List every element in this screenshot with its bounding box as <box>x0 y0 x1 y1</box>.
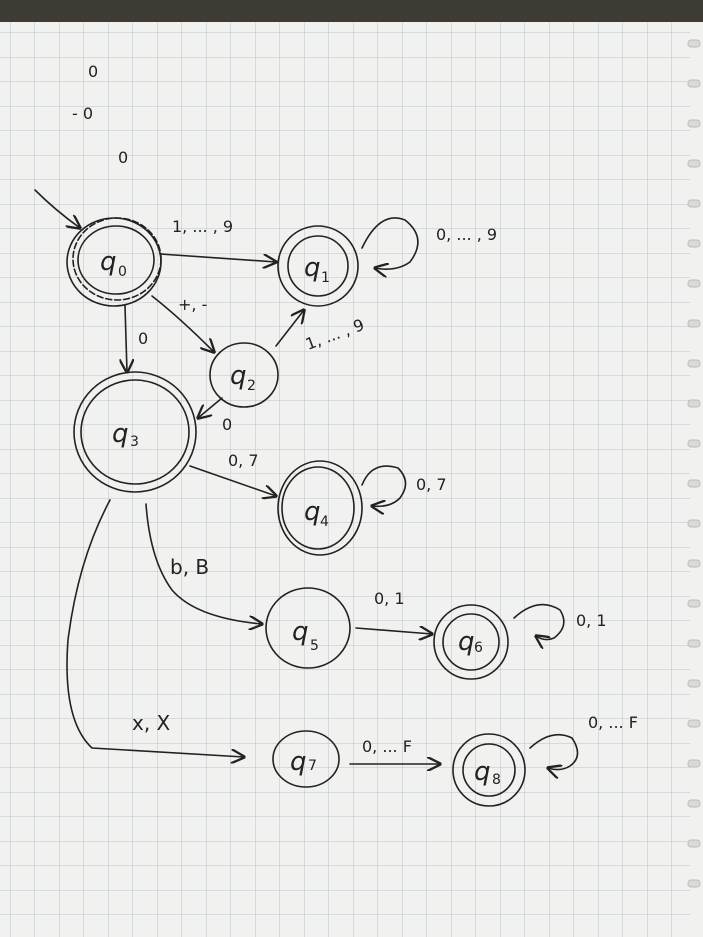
state-q1-sub: 1 <box>321 270 330 286</box>
edge-q3-q4 <box>189 465 276 496</box>
state-q7 <box>272 730 340 788</box>
state-q8-label: q <box>474 757 491 787</box>
state-q4 <box>277 460 363 556</box>
label-q6-loop: 0, 1 <box>576 611 607 630</box>
label-q0-q1: 1, ... , 9 <box>172 217 233 236</box>
state-q5-sub: 5 <box>310 638 319 654</box>
state-q2 <box>209 342 279 408</box>
state-q5 <box>265 587 351 669</box>
stray-mark-2: - 0 <box>72 104 93 123</box>
state-q6-sub: 6 <box>474 640 483 656</box>
loop-q4 <box>361 465 407 506</box>
label-q5-q6: 0, 1 <box>374 589 405 608</box>
edge-q3-q5 <box>145 503 262 624</box>
label-q8-loop: 0, ... F <box>588 713 638 732</box>
label-q1-loop: 0, ... , 9 <box>436 225 497 244</box>
state-q3-sub: 3 <box>130 434 139 450</box>
label-q4-loop: 0, 7 <box>416 475 447 494</box>
state-q7-label: q <box>290 747 307 777</box>
state-labels: q 0 q 1 q 2 q 3 q 4 q 5 q 6 q 7 q 8 <box>100 247 501 788</box>
edge-q2-q1 <box>275 310 304 347</box>
loop-q1 <box>361 217 419 269</box>
label-q7-q8: 0, ... F <box>362 737 412 756</box>
state-q6-label: q <box>458 627 475 657</box>
edge-q0-q1 <box>159 253 276 262</box>
edge-q2-q3 <box>198 397 223 418</box>
state-q6 <box>433 604 509 680</box>
state-q8 <box>452 733 526 807</box>
state-q5-label: q <box>292 617 309 647</box>
stray-mark-1: 0 <box>88 62 98 81</box>
state-q2-sub: 2 <box>247 378 256 394</box>
stray-mark-3: 0 <box>118 148 128 167</box>
label-q0-q2: +, - <box>178 295 207 314</box>
label-q2-q3: 0 <box>222 415 232 434</box>
state-q4-sub: 4 <box>320 514 329 530</box>
edge-q0-q3 <box>125 305 127 372</box>
state-q3-label: q <box>112 419 129 449</box>
spiral-binding <box>687 39 701 888</box>
state-q2-label: q <box>230 361 247 391</box>
loop-q6 <box>513 603 565 640</box>
label-q3-q5: b, B <box>170 555 209 579</box>
start-arrow <box>34 189 80 228</box>
state-q8-sub: 8 <box>492 772 501 788</box>
label-q3-q7: x, X <box>132 711 171 735</box>
state-q7-sub: 7 <box>308 758 317 774</box>
edge-labels: 1, ... , 9 0, ... , 9 +, - 1, ... , 9 0 … <box>132 217 638 756</box>
edge-q5-q6 <box>355 628 432 634</box>
paper-grid <box>0 22 690 937</box>
state-q0 <box>66 217 162 307</box>
state-q0-label: q <box>100 247 117 277</box>
state-q0-sub: 0 <box>118 264 127 280</box>
state-q3 <box>73 371 197 493</box>
label-q3-q4: 0, 7 <box>228 451 259 470</box>
state-q1-label: q <box>304 253 321 283</box>
loop-q8 <box>529 733 579 770</box>
edge-q0-q2 <box>151 295 214 352</box>
state-q4-label: q <box>304 497 321 527</box>
label-q0-q3: 0 <box>138 329 148 348</box>
state-q1 <box>277 225 359 307</box>
edge-q3-q7 <box>66 499 244 757</box>
